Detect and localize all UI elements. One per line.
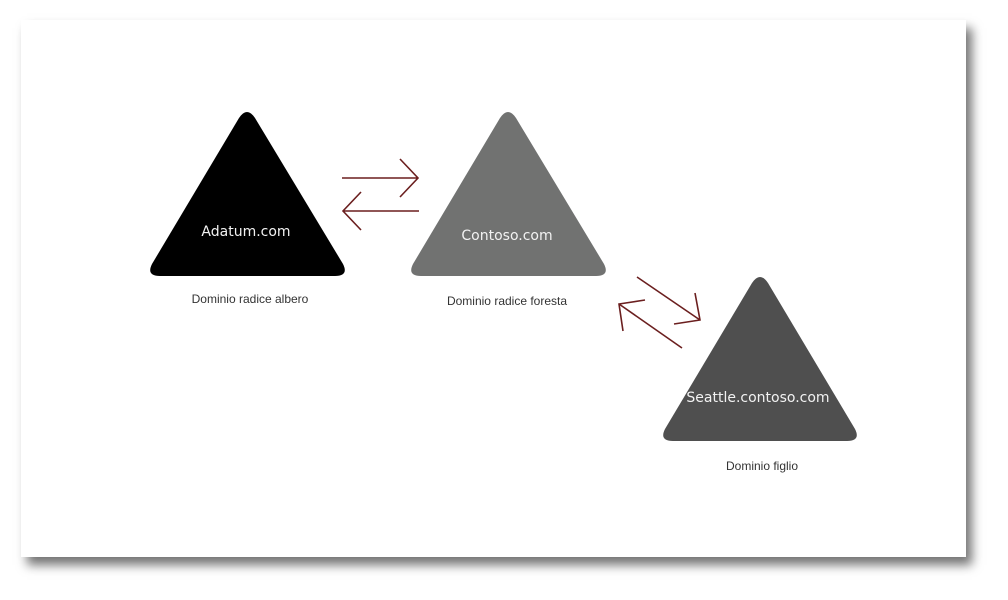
trust-arrows-adatum-contoso: [341, 158, 420, 231]
triangle-adatum: [150, 112, 345, 276]
arrow-right-icon: [342, 158, 420, 198]
domain-label-adatum: Adatum.com: [201, 224, 290, 240]
triangle-contoso: [411, 112, 606, 276]
caption-adatum: Dominio radice albero: [192, 292, 309, 306]
domain-label-contoso: Contoso.com: [461, 228, 552, 244]
domain-label-seattle: Seattle.contoso.com: [686, 390, 829, 406]
caption-contoso: Dominio radice foresta: [447, 294, 567, 308]
domain-contoso: Contoso.com Dominio radice foresta: [411, 112, 606, 308]
domain-adatum: Adatum.com Dominio radice albero: [150, 112, 345, 306]
arrow-up-left-icon: [618, 299, 683, 349]
triangle-seattle: [663, 277, 857, 441]
diagram-canvas: [21, 20, 966, 557]
arrow-down-right-icon: [636, 276, 701, 325]
trust-arrows-contoso-seattle: [618, 276, 701, 349]
arrow-left-icon: [341, 191, 419, 231]
domain-seattle: Seattle.contoso.com Dominio figlio: [663, 277, 857, 473]
caption-seattle: Dominio figlio: [726, 459, 798, 473]
